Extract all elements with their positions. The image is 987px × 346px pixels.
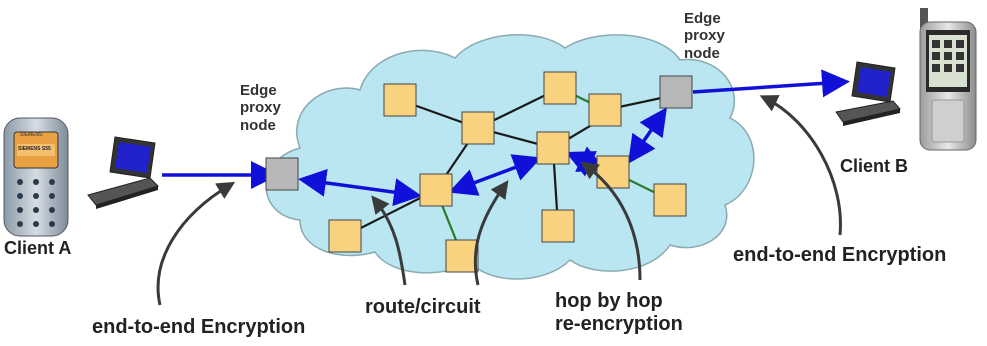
relay-node bbox=[653, 183, 687, 217]
edge-proxy-left-line2: proxy bbox=[240, 99, 281, 117]
edge-proxy-right-line1: Edge bbox=[684, 10, 721, 27]
phone-a-brand: SIEMENS bbox=[20, 132, 43, 138]
relay-node bbox=[588, 93, 622, 127]
relay-node bbox=[543, 71, 577, 105]
edge-proxy-right-line2: proxy bbox=[684, 27, 725, 45]
hop-by-hop-line2: re-encryption bbox=[555, 313, 683, 335]
edge-proxy-right-label: Edge proxy node bbox=[684, 10, 725, 62]
annotation-arrows bbox=[156, 95, 842, 306]
relay-node bbox=[536, 131, 570, 165]
route-circuit-label: route/circuit bbox=[365, 296, 481, 318]
client-b-laptop bbox=[835, 61, 901, 126]
edge-proxy-node-left bbox=[265, 157, 299, 191]
e2e-encryption-right-label: end-to-end Encryption bbox=[733, 244, 947, 266]
edge-proxy-node-right bbox=[659, 75, 693, 109]
relay-node bbox=[419, 173, 453, 207]
relay-node bbox=[383, 83, 417, 117]
e2e-encryption-left-label: end-to-end Encryption bbox=[92, 316, 306, 338]
edge-proxy-left-line1: Edge bbox=[240, 82, 277, 99]
relay-node bbox=[541, 209, 575, 243]
hop-by-hop-label: hop by hop re-encryption bbox=[555, 290, 683, 336]
client-a-phone bbox=[3, 117, 69, 237]
client-a-label: Client A bbox=[4, 238, 72, 258]
relay-node bbox=[328, 219, 362, 253]
phone-a-model: SIEMENS S55 bbox=[18, 146, 51, 152]
client-b-phone bbox=[919, 8, 977, 151]
edge-proxy-left-label: Edge proxy node bbox=[240, 82, 281, 134]
relay-node bbox=[596, 155, 630, 189]
relay-node bbox=[461, 111, 495, 145]
edge-proxy-right-line3: node bbox=[684, 44, 720, 62]
relay-node bbox=[445, 239, 479, 273]
relay-nodes bbox=[328, 71, 687, 273]
circuit-path bbox=[162, 69, 850, 207]
client-b-label: Client B bbox=[840, 156, 909, 176]
edge-proxy-left-line3: node bbox=[240, 116, 276, 134]
client-a-laptop bbox=[87, 136, 159, 209]
hop-by-hop-line1: hop by hop bbox=[555, 290, 663, 312]
